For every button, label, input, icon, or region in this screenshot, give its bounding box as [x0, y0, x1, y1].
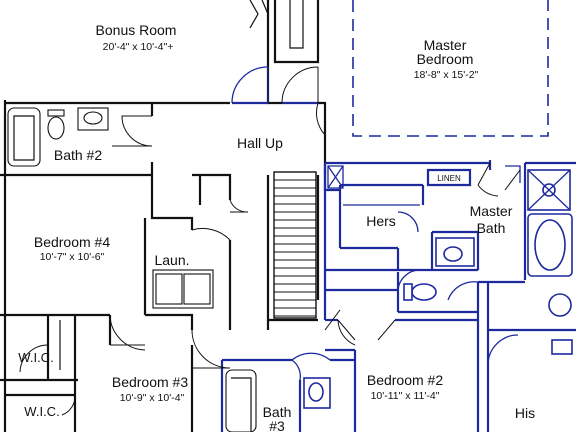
- hall-up-name: Hall Up: [237, 135, 283, 151]
- bedroom3-name: Bedroom #3: [112, 374, 188, 390]
- master-bath-name-line2: Bath: [477, 220, 506, 236]
- bonus-room-name: Bonus Room: [96, 22, 177, 38]
- linen-label: LINEN: [437, 174, 461, 183]
- master-bedroom-name: Master: [424, 37, 467, 53]
- bath3-name: Bath: [263, 404, 292, 420]
- bath2-name: Bath #2: [54, 147, 102, 163]
- staircase: [273, 171, 317, 319]
- master-bath-name: Master: [470, 203, 513, 219]
- his-name: His: [515, 405, 535, 421]
- bedroom3-dims: 10'-9" x 10'-4": [120, 392, 185, 404]
- bedroom4-dims: 10'-7" x 10'-6": [40, 251, 105, 263]
- bonus-room-dims: 20'-4" x 10'-4"+: [103, 41, 174, 53]
- master-bedroom-dims: 18'-8" x 15'-2": [414, 69, 479, 81]
- room-labels: Bonus Room 20'-4" x 10'-4"+ Master Bedro…: [18, 22, 535, 432]
- walls: [0, 0, 327, 432]
- fixtures: [7, 0, 573, 432]
- laundry-name: Laun.: [154, 252, 189, 268]
- hers-name: Hers: [366, 213, 396, 229]
- bedroom2-dims: 10'-11" x 11'-4": [371, 390, 440, 402]
- bedroom2-name: Bedroom #2: [367, 372, 443, 388]
- door-swings: [19, 66, 521, 416]
- wic1-name: W.I.C.: [18, 350, 53, 365]
- bedroom4-name: Bedroom #4: [34, 234, 110, 250]
- highlighted-walls: [220, 0, 576, 432]
- wic2-name: W.I.C.: [24, 404, 59, 419]
- bath3-name-line2: #3: [269, 418, 285, 432]
- master-bedroom-name-line2: Bedroom: [417, 51, 474, 67]
